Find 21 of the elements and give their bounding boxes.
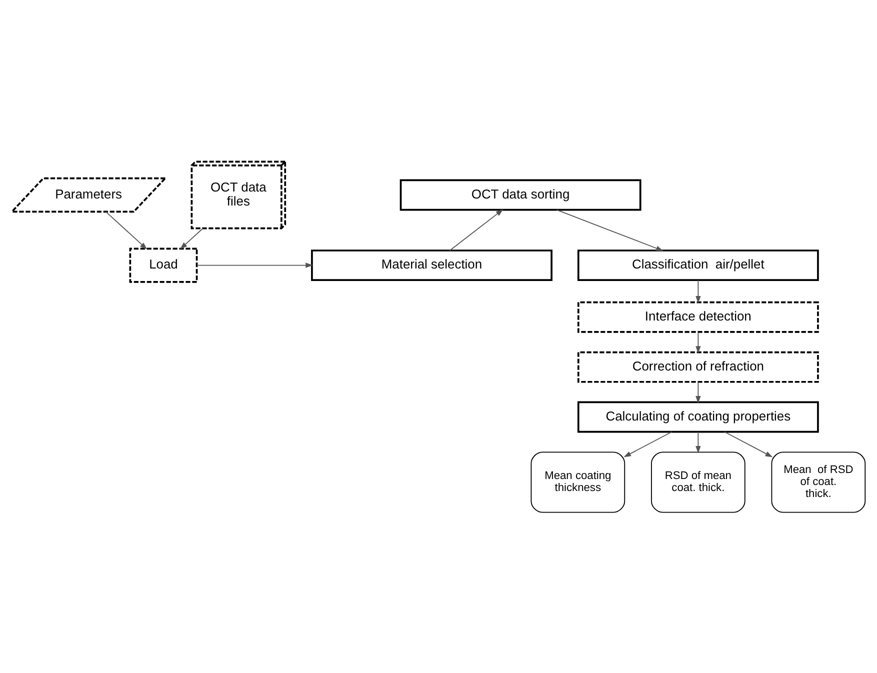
arrow <box>724 430 773 457</box>
node-box: Calculating of coating properties <box>577 400 819 432</box>
arrow <box>180 228 204 249</box>
arrow <box>624 430 672 457</box>
node-box: Interface detection <box>577 300 819 332</box>
arrow <box>105 210 148 250</box>
node-box: Mean coating thickness <box>530 451 626 512</box>
arrow <box>696 330 701 353</box>
arrow <box>449 208 504 250</box>
arrow <box>696 380 701 403</box>
arrow <box>196 262 314 268</box>
arrow <box>556 208 664 250</box>
node-box: Classification air/pellet <box>577 249 819 281</box>
arrow <box>696 279 701 303</box>
node-box: Load <box>129 247 198 282</box>
node-box: Material selection <box>311 249 552 281</box>
node-box: Correction of refraction <box>577 350 819 382</box>
node-box: OCT data sorting <box>400 178 642 210</box>
arrow <box>696 431 701 453</box>
node-box: Mean of RSD of coat. thick. <box>771 451 866 512</box>
node-box: RSD of mean coat. thick. <box>651 451 746 512</box>
